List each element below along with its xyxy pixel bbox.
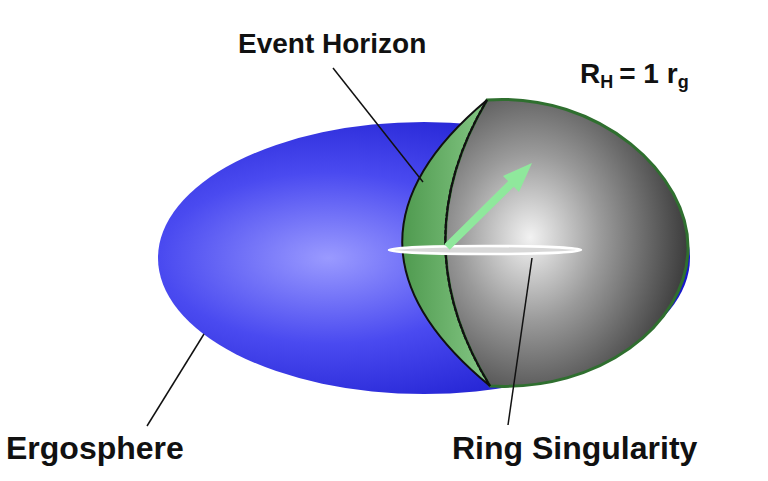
radius-formula: RH = 1 rg bbox=[580, 60, 689, 91]
part-label: Ergosphere bbox=[6, 432, 184, 464]
leader-line bbox=[333, 68, 423, 182]
formula-symbol: R bbox=[580, 58, 600, 89]
ring-singularity-shape bbox=[389, 246, 581, 254]
radius-arrow-head bbox=[503, 163, 532, 192]
leader-line bbox=[508, 258, 532, 425]
leader-line bbox=[147, 334, 204, 426]
formula-subscript: g bbox=[678, 72, 689, 92]
formula-value: = 1 r bbox=[619, 58, 677, 89]
horizon-interior bbox=[445, 99, 688, 386]
part-label: Ring Singularity bbox=[452, 432, 697, 464]
radius-arrow-shaft bbox=[447, 181, 514, 247]
part-label: Event Horizon bbox=[238, 30, 426, 58]
formula-subscript: H bbox=[600, 72, 613, 92]
